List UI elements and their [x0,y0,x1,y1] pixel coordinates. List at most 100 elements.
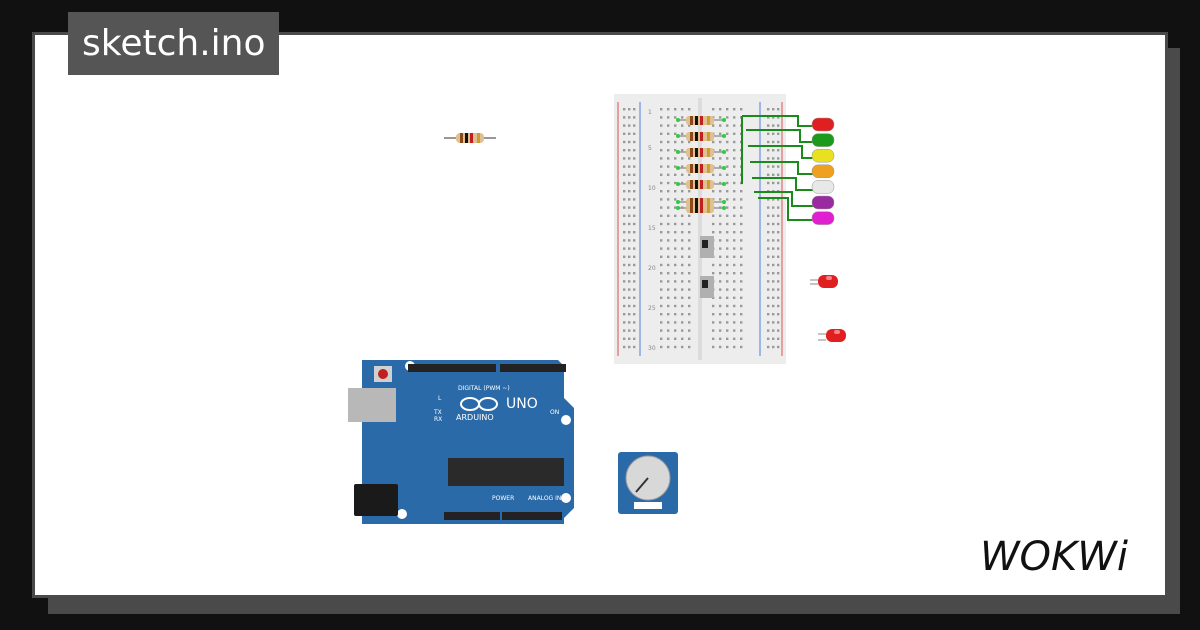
breadboard-hole [628,272,631,275]
breadboard-hole [681,181,684,185]
breadboard-hole [733,157,736,160]
led-column[interactable] [808,116,838,228]
breadboard-hole [733,288,736,291]
breadboard-hole [726,206,729,209]
tx-label: TX [433,409,442,416]
breadboard-hole [628,247,631,250]
resistor-loose[interactable] [444,130,496,146]
breadboard-hole [667,313,670,316]
breadboard-hole [628,165,631,168]
breadboard-resistor[interactable] [676,132,726,141]
sketch-title[interactable]: sketch.ino [68,12,280,75]
breadboard-hole [674,247,677,250]
breadboard-hole [681,247,684,250]
breadboard-resistor[interactable] [676,164,726,173]
breadboard-hole [767,247,770,250]
breadboard-hole [633,108,636,111]
breadboard-hole [667,173,670,176]
led[interactable] [811,195,835,210]
breadboard-hole [674,181,677,185]
breadboard-hole [767,345,770,349]
breadboard-hole [726,116,729,119]
breadboard-hole [772,255,775,258]
breadboard-hole [633,198,636,201]
slide-switch-1[interactable] [696,236,720,258]
breadboard-hole [733,255,736,258]
breadboard-hole [660,165,663,168]
breadboard-hole [733,190,736,193]
breadboard-hole [628,231,631,234]
breadboard-hole [777,181,780,185]
breadboard-hole [772,198,775,201]
breadboard-hole [667,214,670,217]
breadboard-hole [733,345,736,349]
breadboard-hole [660,124,663,127]
breadboard-resistor[interactable] [676,116,726,125]
breadboard-hole [681,329,684,332]
breadboard-hole [777,108,780,111]
breadboard-hole [681,165,684,168]
led-loose-2[interactable] [818,326,848,346]
breadboard-hole [688,296,691,299]
breadboard-hole [681,124,684,127]
breadboard-hole [660,108,663,111]
breadboard-hole [681,280,684,283]
breadboard-hole [681,231,684,234]
led[interactable] [811,148,835,163]
simulation-canvas[interactable] [32,32,1168,598]
arduino-uno[interactable]: DIGITAL (PWM ~) UNO ARDUINO ON L TX RX P… [346,358,578,526]
breadboard-hole [674,304,677,308]
breadboard-hole [740,345,743,349]
led[interactable] [811,164,835,179]
breadboard-hole [674,288,677,291]
breadboard-hole [623,222,626,226]
bb-row-label-20: 20 [648,265,656,272]
led[interactable] [811,117,835,132]
breadboard-hole [628,345,631,349]
breadboard-hole [767,337,770,340]
led[interactable] [811,211,835,225]
led-loose-1[interactable] [810,272,840,292]
breadboard-resistor[interactable] [676,204,726,213]
breadboard-hole [633,272,636,275]
breadboard-hole [623,337,626,340]
breadboard-hole [772,132,775,135]
breadboard-hole [740,272,743,275]
breadboard-hole [667,304,670,308]
breadboard-hole [767,222,770,226]
breadboard-resistors[interactable] [676,112,726,220]
reset-button[interactable] [378,369,388,379]
breadboard-hole [633,263,636,267]
breadboard-hole [633,255,636,258]
breadboard-hole [767,140,770,144]
breadboard-hole [623,239,626,242]
led[interactable] [811,133,835,147]
breadboard-hole [719,345,722,349]
breadboard-hole [719,247,722,250]
breadboard-hole [623,321,626,324]
breadboard-hole [667,345,670,349]
breadboard-hole [681,337,684,340]
potentiometer[interactable] [616,450,680,516]
breadboard-hole [740,247,743,250]
breadboard-hole [719,165,722,168]
breadboard-hole [772,124,775,127]
breadboard-hole [688,173,691,176]
breadboard-hole [660,140,663,144]
breadboard-resistor[interactable] [676,180,726,189]
breadboard-hole [712,345,715,349]
potentiometer-knob-pointer[interactable] [635,477,649,493]
breadboard-hole [688,231,691,234]
led[interactable] [811,180,835,194]
breadboard-hole [777,222,780,226]
breadboard-hole [633,140,636,144]
breadboard-hole [674,198,677,201]
breadboard-hole [623,231,626,234]
breadboard-hole [767,313,770,316]
breadboard-hole [674,255,677,258]
breadboard-hole [733,329,736,332]
breadboard-hole [719,231,722,234]
slide-switch-2[interactable] [696,276,720,298]
breadboard-resistor[interactable] [676,148,726,157]
breadboard-hole [777,165,780,168]
